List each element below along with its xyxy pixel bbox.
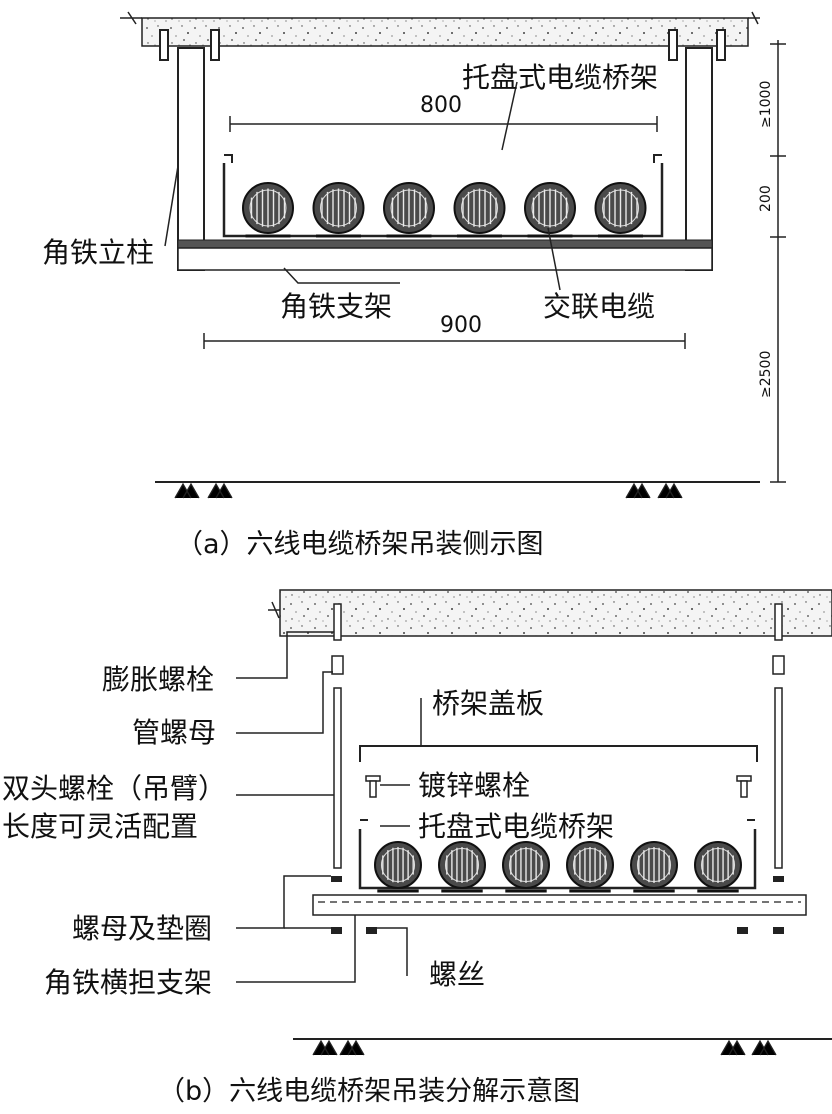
galv-bolts-b xyxy=(365,775,752,798)
cable-cross-section xyxy=(630,841,678,893)
cable-cross-section xyxy=(566,841,614,893)
dim-900 xyxy=(203,333,686,349)
angle-iron-post-right xyxy=(685,47,713,271)
ground-hatch-a xyxy=(174,482,683,499)
expansion-bolts-b xyxy=(333,603,783,641)
cable-tray-a xyxy=(222,163,664,238)
label-galv-bolt: 镀锌螺栓 xyxy=(418,769,530,802)
tray-cover-b xyxy=(359,745,758,762)
label-post-a: 角铁立柱 xyxy=(42,236,154,269)
leaders-a xyxy=(164,81,561,291)
cable-cross-section xyxy=(694,841,742,893)
cable-cross-section xyxy=(453,182,506,238)
ground-hatch-b xyxy=(312,1039,777,1056)
figure-a: 800 900 ≥1000 200 ≥2500 xyxy=(42,11,786,560)
upper-nuts-b xyxy=(331,876,784,882)
cables-b xyxy=(374,841,742,893)
ceiling-slab-b xyxy=(279,589,832,637)
label-bracket-a: 角铁支架 xyxy=(280,290,392,323)
cable-cross-section xyxy=(502,841,550,893)
break-mark-b xyxy=(268,601,280,619)
label-cable-a: 交联电缆 xyxy=(543,290,655,323)
cable-cross-section xyxy=(383,182,435,238)
lower-nuts-b xyxy=(331,927,784,934)
cable-cross-section xyxy=(594,182,647,238)
anchor-bolts-a xyxy=(159,29,726,61)
dim-v-mid: 200 xyxy=(758,185,774,212)
vertical-dims xyxy=(770,40,786,483)
cable-cross-section xyxy=(524,182,576,238)
dim-800-label: 800 xyxy=(420,93,462,118)
break-mark-a xyxy=(120,11,142,25)
label-tray-b: 托盘式电缆桥架 xyxy=(418,810,614,843)
label-double-bolt-2: 长度可灵活配置 xyxy=(2,810,198,843)
label-nut-washer: 螺母及垫圈 xyxy=(72,912,212,945)
cable-cross-section xyxy=(374,841,422,893)
angle-iron-bracket-a xyxy=(177,239,713,249)
cable-cross-section xyxy=(242,182,294,238)
cable-cross-section xyxy=(438,841,486,893)
label-cover: 桥架盖板 xyxy=(432,687,544,720)
caption-a: （a）六线电缆桥架吊装侧示图 xyxy=(176,529,544,560)
cables-a xyxy=(242,182,647,238)
caption-b: （b）六线电缆桥架吊装分解示意图 xyxy=(158,1076,580,1107)
ceiling-slab-a xyxy=(141,17,749,47)
label-expansion-bolt: 膨胀螺栓 xyxy=(102,663,214,696)
angle-iron-post-left xyxy=(177,47,205,271)
pipe-nuts-b xyxy=(331,655,785,675)
double-rods-b xyxy=(333,687,783,869)
label-pipe-nut: 管螺母 xyxy=(132,716,216,749)
label-double-bolt-1: 双头螺栓（吊臂） xyxy=(2,772,226,805)
label-screw: 螺丝 xyxy=(429,958,485,991)
dim-800 xyxy=(229,116,658,132)
label-tray-a: 托盘式电缆桥架 xyxy=(462,61,658,94)
leaders-b xyxy=(236,631,422,983)
cable-cross-section xyxy=(312,182,365,238)
cross-arm-b xyxy=(312,894,807,916)
figure-b: 膨胀螺栓 管螺母 双头螺栓（吊臂） 长度可灵活配置 桥架盖板 镀锌螺栓 托盘式电… xyxy=(2,589,832,1107)
dim-v-top: ≥1000 xyxy=(758,81,774,128)
label-cross-arm: 角铁横担支架 xyxy=(44,966,212,999)
dim-900-label: 900 xyxy=(440,313,482,338)
dim-v-bottom: ≥2500 xyxy=(758,351,774,398)
cable-tray-b xyxy=(358,829,757,890)
